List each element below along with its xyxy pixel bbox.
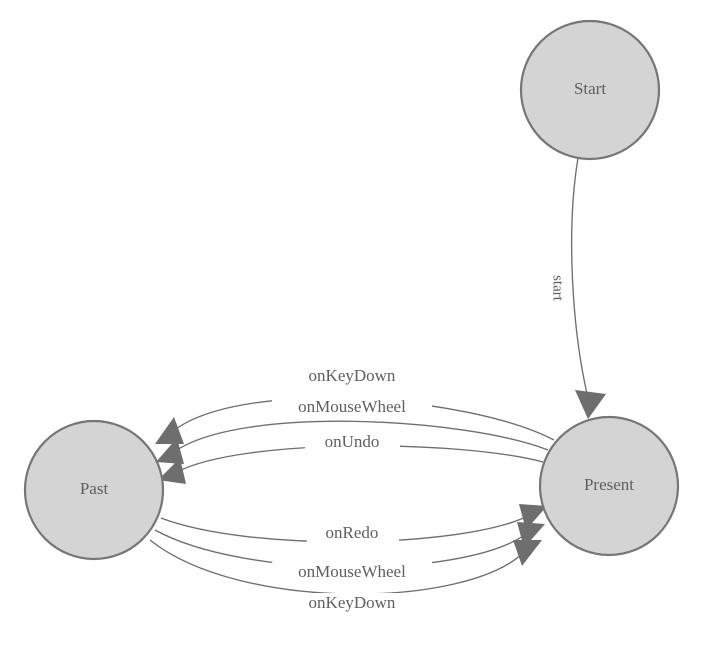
edge-path-start-present bbox=[570, 157, 589, 399]
edge-label-start: start bbox=[550, 275, 566, 302]
edge-label-past-present-onkeydown: onKeyDown bbox=[309, 593, 396, 612]
node-start[interactable]: Start bbox=[519, 19, 661, 161]
node-past[interactable]: Past bbox=[23, 419, 165, 561]
edge-label-group-past-present-3: onKeyDown bbox=[287, 593, 417, 615]
edge-present-past-onmousewheel[interactable] bbox=[156, 420, 549, 464]
edge-label-group-past-present-2: onMouseWheel bbox=[272, 562, 432, 584]
edge-label-bg-1 bbox=[287, 366, 417, 388]
edge-label-bg-5 bbox=[272, 562, 432, 584]
arrowhead-start-present bbox=[575, 390, 606, 419]
node-past-circle bbox=[23, 419, 165, 561]
edge-label-group-present-past-1: onKeyDown bbox=[287, 366, 417, 388]
edge-label-bg-3 bbox=[305, 432, 400, 454]
edge-label-group-present-past-2: onMouseWheel bbox=[272, 397, 432, 419]
node-present-label: Present bbox=[584, 475, 634, 494]
node-past-label: Past bbox=[80, 479, 109, 498]
arrowhead-present-past-1 bbox=[155, 417, 184, 444]
arrowhead-present-past-3 bbox=[158, 458, 186, 484]
arrowhead-present-past-2 bbox=[156, 438, 184, 464]
arrowhead-past-present-3 bbox=[513, 540, 542, 566]
node-present-circle bbox=[538, 415, 680, 557]
edge-label-present-past-onkeydown: onKeyDown bbox=[309, 366, 396, 385]
edge-label-present-past-onmousewheel: onMouseWheel bbox=[298, 397, 406, 416]
node-start-label: Start bbox=[574, 79, 606, 98]
edge-label-bg-start bbox=[548, 264, 567, 312]
edge-label-bg-2 bbox=[272, 397, 432, 419]
edge-label-past-present-onmousewheel: onMouseWheel bbox=[298, 562, 406, 581]
edge-start-present[interactable] bbox=[570, 157, 606, 419]
edge-label-group-present-past-3: onUndo bbox=[305, 432, 400, 454]
edge-label-bg-4 bbox=[307, 523, 399, 545]
node-present[interactable]: Present bbox=[538, 415, 680, 557]
edge-label-present-past-onundo: onUndo bbox=[325, 432, 380, 451]
edge-label-bg-6 bbox=[287, 593, 417, 615]
edge-label-group-past-present-1: onRedo bbox=[307, 523, 399, 545]
node-start-circle bbox=[519, 19, 661, 161]
edge-label-group-start: start bbox=[548, 264, 567, 312]
edge-label-past-present-onredo: onRedo bbox=[326, 523, 379, 542]
edge-path-present-past-2 bbox=[173, 420, 549, 453]
